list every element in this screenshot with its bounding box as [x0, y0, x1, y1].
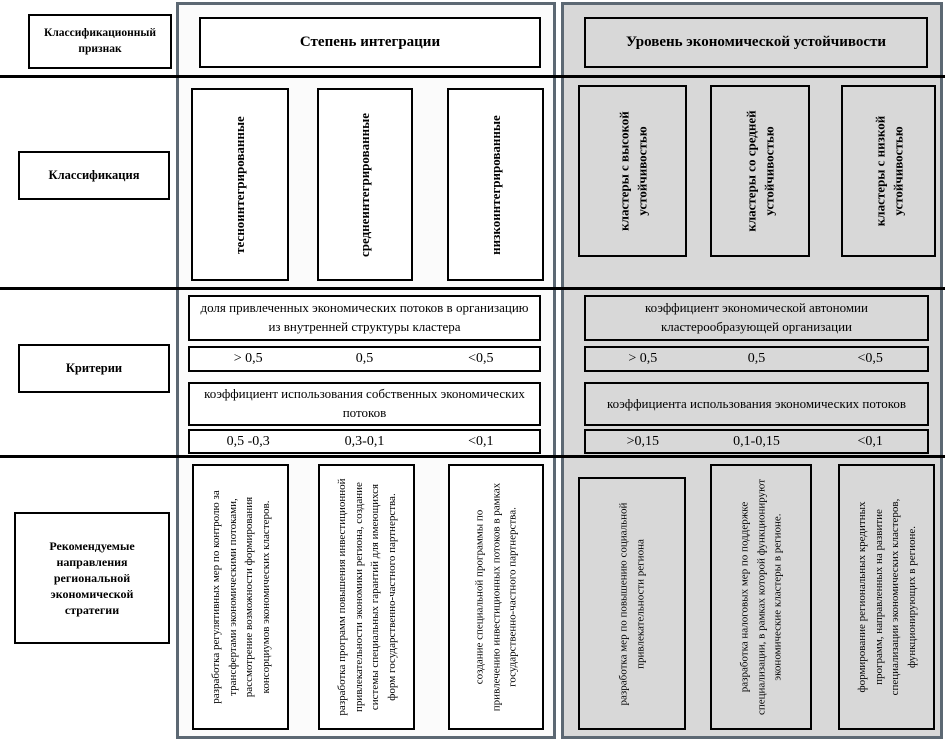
row-label-strategy: Рекомендуемые направления региональной э… — [14, 512, 170, 644]
class-box-low-integrated: низкоинтегрированные — [447, 88, 544, 281]
criteria-value: <0,5 — [468, 351, 494, 366]
row-divider-2 — [0, 287, 945, 290]
class-box-label: кластеры с низкой устойчивостью — [871, 115, 905, 227]
row-divider-1 — [0, 75, 945, 78]
class-box-high-stability: кластеры с высокой устойчивостью — [578, 85, 687, 257]
criteria-label-economic-autonomy: коэффициент экономической автономии клас… — [584, 295, 929, 341]
class-box-label: кластеры со средней устойчивостью — [743, 110, 776, 232]
class-box-medium-stability: кластеры со средней устойчивостью — [710, 85, 810, 257]
row-label-criteria: Критерии — [18, 344, 170, 393]
row-label-classification: Классификация — [18, 151, 170, 200]
criteria-label-attracted-flows: доля привлеченных экономических потоков … — [188, 295, 541, 341]
criteria-value: 0,5 — [747, 351, 766, 366]
strategy-box-regulatory-measures: разработка регулятивных мер по контролю … — [192, 464, 289, 730]
strategy-text: разработка мер по повышению социальной п… — [617, 502, 647, 705]
strategy-box-credit-programs: формирование региональных кредитных прог… — [838, 464, 935, 730]
criteria-value: 0,1-0,15 — [733, 433, 780, 449]
criteria-label-own-flows: коэффициент использования собственных эк… — [188, 382, 541, 426]
criteria-label-flow-utilization: коэффициента использования экономических… — [584, 382, 929, 426]
strategy-text: разработка регулятивных мер по контролю … — [209, 490, 272, 704]
column-header-stability: Уровень экономической устойчивости — [584, 17, 928, 68]
strategy-text: создание специальной программы по привле… — [473, 482, 519, 712]
class-box-medium-integrated: среднеинтегрированные — [317, 88, 413, 281]
class-box-label: среднеинтегрированные — [356, 112, 372, 257]
criteria-value: > 0,5 — [628, 351, 658, 366]
criteria-value: 0,5 -0,3 — [226, 433, 270, 449]
criteria-value: > 0,5 — [233, 351, 263, 366]
strategy-text: разработка налоговых мер по поддержке сп… — [738, 478, 784, 716]
criteria-value: 0,5 — [355, 351, 374, 366]
row-label-classification-attribute: Классификационный признак — [28, 14, 172, 69]
row-divider-3 — [0, 455, 945, 458]
criteria-value: <0,1 — [468, 433, 494, 449]
criteria-values-attracted-flows: > 0,5 0,5 <0,5 — [188, 346, 541, 372]
strategy-box-investment-programs: разработка программ повышения инвестицио… — [318, 464, 415, 730]
criteria-values-flow-utilization: >0,15 0,1-0,15 <0,1 — [584, 429, 929, 454]
class-box-tightly-integrated: тесноинтегрированные — [191, 88, 289, 281]
criteria-values-economic-autonomy: > 0,5 0,5 <0,5 — [584, 346, 929, 372]
strategy-box-special-program: создание специальной программы по привле… — [448, 464, 544, 730]
criteria-value: >0,15 — [626, 433, 660, 449]
strategy-text: разработка программ повышения инвестицио… — [335, 478, 398, 716]
criteria-value: <0,1 — [857, 433, 883, 449]
class-box-label: тесноинтегрированные — [231, 115, 247, 254]
class-box-label: низкоинтегрированные — [487, 114, 503, 255]
criteria-value: 0,3-0,1 — [344, 433, 385, 449]
strategy-box-tax-measures: разработка налоговых мер по поддержке сп… — [710, 464, 812, 730]
strategy-box-social-attractiveness: разработка мер по повышению социальной п… — [578, 477, 686, 730]
column-header-integration: Степень интеграции — [199, 17, 541, 68]
criteria-value: <0,5 — [857, 351, 883, 366]
class-box-label: кластеры с высокой устойчивостью — [615, 111, 649, 231]
criteria-values-own-flows: 0,5 -0,3 0,3-0,1 <0,1 — [188, 429, 541, 454]
class-box-low-stability: кластеры с низкой устойчивостью — [841, 85, 936, 257]
strategy-text: формирование региональных кредитных прог… — [855, 498, 918, 696]
